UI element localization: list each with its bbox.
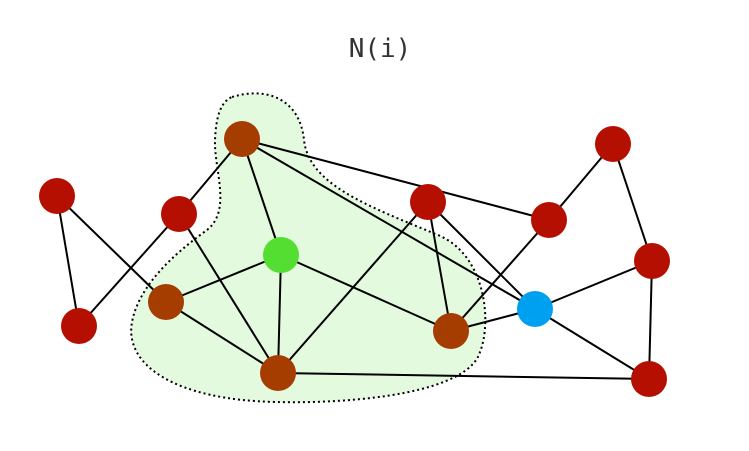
node-neighbor-i: [433, 313, 469, 349]
diagram-title: N(i): [349, 34, 412, 64]
edge-c-g: [178, 213, 279, 374]
edge-m-l: [534, 260, 653, 310]
edge-m-n: [648, 260, 653, 380]
edge-f-g: [165, 301, 279, 374]
edge-i-j: [450, 219, 550, 332]
node-neighbor-a: [224, 121, 260, 157]
node-other-l: [517, 291, 553, 327]
edge-c-d: [78, 213, 180, 327]
node-default-b: [39, 178, 75, 214]
edge-b-d: [56, 195, 80, 327]
edge-h-l: [427, 201, 536, 310]
node-default-j: [531, 202, 567, 238]
edge-a-e: [241, 138, 282, 256]
edge-k-m: [612, 143, 653, 262]
edge-e-i: [280, 254, 452, 332]
edge-g-n: [277, 372, 650, 380]
node-default-k: [595, 126, 631, 162]
edge-e-f: [165, 254, 282, 303]
node-default-n: [631, 361, 667, 397]
neighborhood-region: [130, 92, 487, 404]
edge-h-i: [427, 201, 452, 332]
edge-l-n: [534, 308, 650, 380]
node-default-c: [161, 196, 197, 232]
edge-b-f: [56, 195, 167, 303]
edge-a-j: [241, 138, 550, 221]
node-focus-e: [263, 237, 299, 273]
node-default-h: [410, 184, 446, 220]
edge-a-l: [241, 138, 536, 310]
node-default-m: [634, 243, 670, 279]
node-default-d: [61, 308, 97, 344]
node-group: [39, 121, 670, 397]
node-neighbor-g: [260, 355, 296, 391]
edge-g-h: [277, 201, 429, 374]
edge-e-g: [277, 254, 282, 374]
node-neighbor-f: [148, 284, 184, 320]
edge-group: [56, 138, 653, 380]
